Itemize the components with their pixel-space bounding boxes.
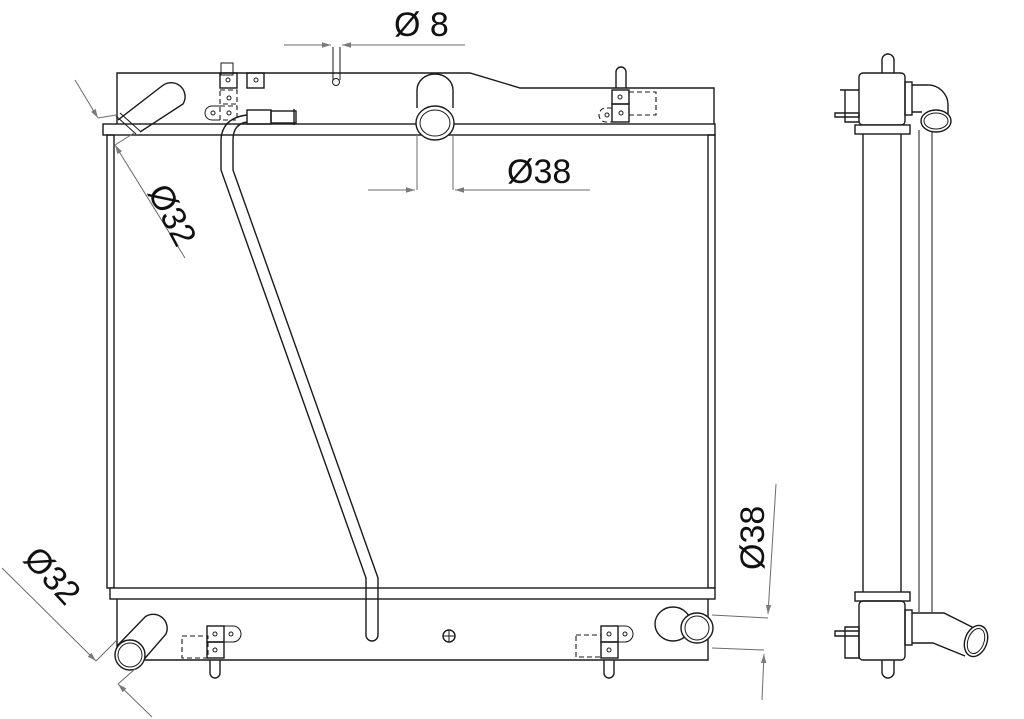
top-left-brackets xyxy=(204,62,297,125)
dimension-label-bottom-right-outlet: Ø38 xyxy=(734,506,772,570)
core xyxy=(106,134,716,589)
drain-plug xyxy=(442,629,456,643)
bottom-right-outlet-pipe xyxy=(654,606,714,644)
dimension-label-top-left-inlet: Ø32 xyxy=(140,178,204,253)
dimension-top-left-inlet: Ø32 xyxy=(74,79,204,259)
dimension-label-top-small-pipe: Ø 8 xyxy=(394,6,449,44)
overflow-hose xyxy=(220,114,379,642)
bottom-left-inlet-pipe xyxy=(114,613,168,671)
front-view xyxy=(102,47,716,679)
top-tank xyxy=(102,72,716,136)
dimension-top-small-pipe: Ø 8 xyxy=(284,6,465,48)
top-right-bracket xyxy=(598,66,657,123)
side-view xyxy=(834,53,989,679)
bottom-left-bracket xyxy=(181,625,242,679)
small-vent-tube xyxy=(332,47,341,86)
dimension-label-bottom-left-inlet: Ø32 xyxy=(16,540,88,613)
bottom-tank xyxy=(109,587,716,661)
dimension-label-top-outlet: Ø38 xyxy=(507,153,571,191)
top-left-inlet-pipe xyxy=(115,81,186,135)
top-outlet-pipe xyxy=(415,73,455,141)
dimension-bottom-left-inlet: Ø32 xyxy=(1,540,153,718)
dimension-top-outlet: Ø38 xyxy=(368,135,590,193)
bottom-right-bracket xyxy=(575,625,634,679)
dimension-bottom-right-outlet: Ø38 xyxy=(711,483,777,701)
